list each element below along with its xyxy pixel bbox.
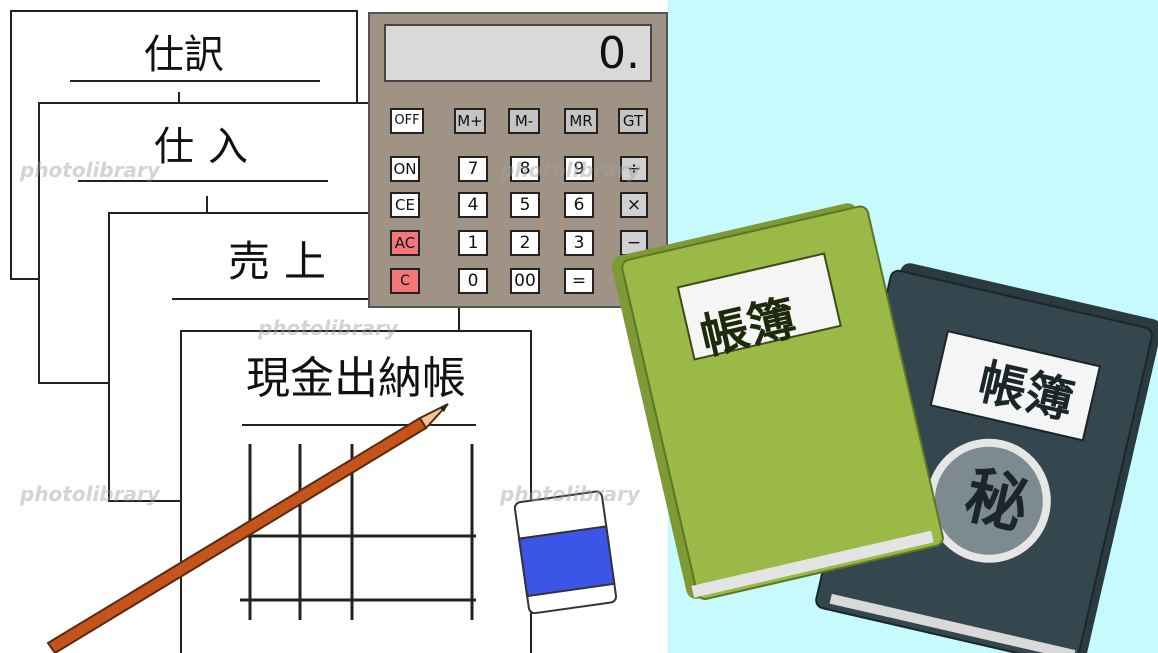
key-00[interactable]: 00 — [510, 268, 540, 294]
key-5[interactable]: 5 — [510, 192, 540, 218]
key-ce[interactable]: CE — [390, 192, 420, 218]
key-mr[interactable]: MR — [564, 108, 598, 134]
sales-title: 売上 — [227, 237, 340, 286]
display-value: 0. — [598, 28, 640, 79]
key-divide[interactable]: ÷ — [620, 156, 648, 182]
journal-title: 仕訳 — [144, 32, 224, 78]
key-multiply[interactable]: × — [620, 192, 648, 218]
key-2[interactable]: 2 — [510, 230, 540, 256]
key-gt[interactable]: GT — [618, 108, 648, 134]
calculator: 0. OFF M+ M- MR GT ON 7 8 9 ÷ CE 4 5 6 ×… — [368, 12, 668, 308]
key-6[interactable]: 6 — [564, 192, 594, 218]
purchase-tick — [206, 196, 208, 214]
key-off[interactable]: OFF — [390, 108, 424, 134]
key-equals[interactable]: = — [564, 268, 594, 294]
key-m-plus[interactable]: M+ — [454, 108, 486, 134]
key-4[interactable]: 4 — [458, 192, 488, 218]
key-8[interactable]: 8 — [510, 156, 540, 182]
purchase-rule — [78, 180, 328, 182]
cashbook-title: 現金出納帳 — [246, 353, 466, 404]
key-on[interactable]: ON — [390, 156, 420, 182]
key-0[interactable]: 0 — [458, 268, 488, 294]
key-3[interactable]: 3 — [564, 230, 594, 256]
key-c[interactable]: C — [390, 268, 420, 294]
purchase-title: 仕入 — [154, 124, 262, 170]
journal-tick — [178, 92, 180, 106]
sales-rule — [172, 298, 422, 300]
journal-rule — [70, 80, 320, 82]
calculator-display: 0. — [384, 24, 652, 82]
key-1[interactable]: 1 — [458, 230, 488, 256]
key-9[interactable]: 9 — [564, 156, 594, 182]
key-m-minus[interactable]: M- — [508, 108, 540, 134]
key-ac[interactable]: AC — [390, 230, 420, 256]
key-7[interactable]: 7 — [458, 156, 488, 182]
